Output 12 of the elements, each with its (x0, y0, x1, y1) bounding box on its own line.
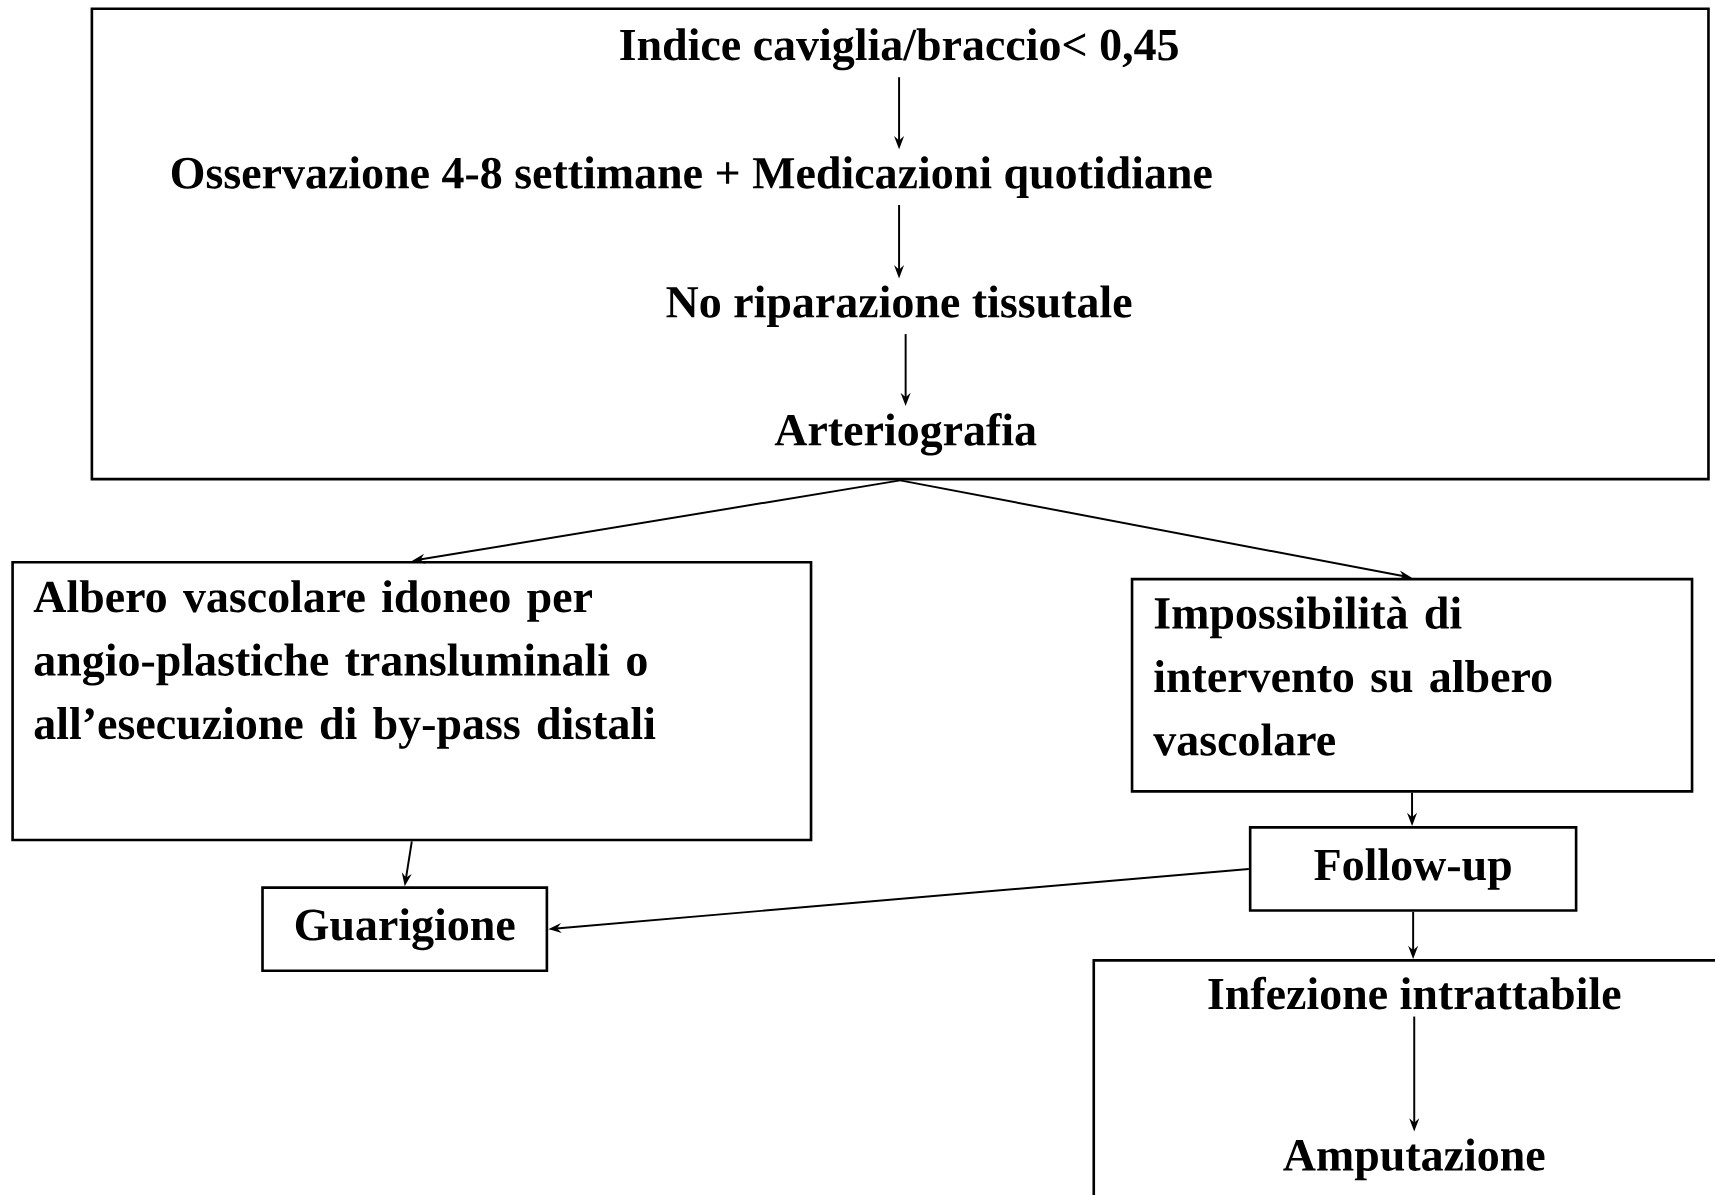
flow-text: Amputazione (1283, 1138, 1545, 1180)
flow-text: Indice caviglia/braccio< 0,45 (620, 28, 1178, 70)
flow-text: Arteriografia (774, 412, 1037, 456)
flow-text: No riparazione tissutale (666, 285, 1132, 327)
process-box: Albero vascolare idoneo per angio-plastiche transluminali o all’esecuzione di by-pass distali (11, 560, 813, 842)
process-box: Impossibilità di intervento su albero vascolare (1130, 577, 1694, 793)
flow-text: Osservazione 4-8 settimane + Medicazioni quotidiane (171, 156, 1212, 198)
process-box: Follow-up (1248, 825, 1578, 912)
process-box (1092, 958, 1715, 1195)
flow-text: Infezione intrattabile (1208, 976, 1621, 1010)
process-box (90, 7, 1710, 481)
process-box: Guarigione (261, 886, 549, 972)
